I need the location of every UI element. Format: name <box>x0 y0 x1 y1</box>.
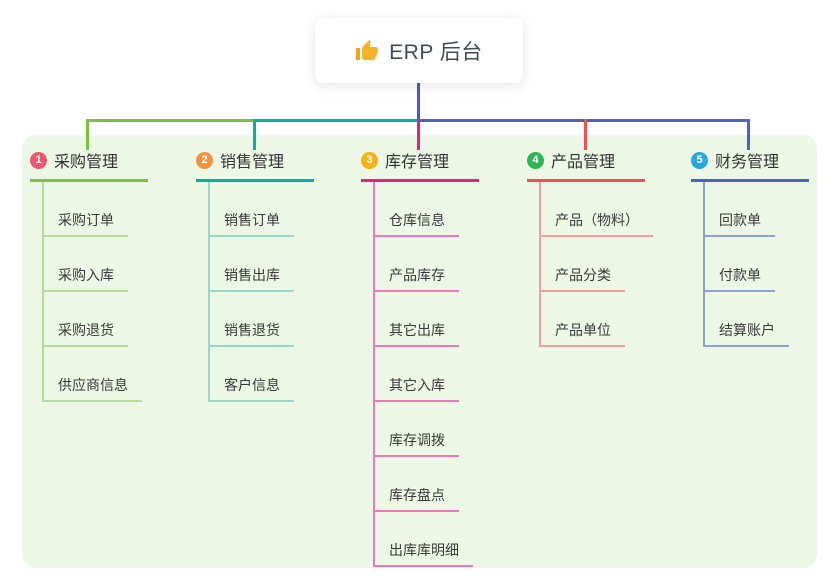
connector-bus-segment-teal <box>253 119 419 122</box>
sub-item-label: 付款单 <box>719 267 761 283</box>
sub-item[interactable]: 产品库存 <box>375 237 459 292</box>
sub-item-label: 其它出库 <box>389 322 445 338</box>
branch-header-inventory[interactable]: 3 库存管理 <box>361 148 479 182</box>
sub-item-label: 结算账户 <box>719 322 775 338</box>
branch-header-product[interactable]: 4 产品管理 <box>527 148 645 182</box>
connector-root-vertical <box>417 83 420 122</box>
branch-label: 财务管理 <box>715 154 780 171</box>
sub-item-label: 销售出库 <box>224 267 280 283</box>
connector-bus-segment-blue <box>417 119 750 122</box>
sub-item-label: 其它入库 <box>389 377 445 393</box>
sub-item[interactable]: 销售出库 <box>210 237 294 292</box>
sub-item-label: 出库库明细 <box>389 542 459 558</box>
sub-item-label: 库存调拨 <box>389 432 445 448</box>
sub-item-label: 产品库存 <box>389 267 445 283</box>
sub-item-label: 销售订单 <box>224 212 280 228</box>
sub-item-label: 库存盘点 <box>389 487 445 503</box>
branches-panel <box>22 135 817 568</box>
sub-item-label: 产品（物料） <box>555 212 639 228</box>
branch-sublist-inventory: 仓库信息 产品库存 其它出库 其它入库 库存调拨 库存盘点 出库库明细 <box>373 182 473 567</box>
root-node-label: ERP 后台 <box>389 40 483 64</box>
sub-item[interactable]: 结算账户 <box>705 292 789 347</box>
branch-inventory: 3 库存管理 仓库信息 产品库存 其它出库 其它入库 库存调拨 库存盘点 出库库… <box>361 148 479 567</box>
sub-item[interactable]: 付款单 <box>705 237 775 292</box>
sub-item[interactable]: 供应商信息 <box>44 347 142 402</box>
sub-item[interactable]: 客户信息 <box>210 347 294 402</box>
branch-header-sales[interactable]: 2 销售管理 <box>196 148 314 182</box>
branch-sublist-sales: 销售订单 销售出库 销售退货 客户信息 <box>208 182 294 402</box>
branch-label: 销售管理 <box>220 154 285 171</box>
sub-item[interactable]: 出库库明细 <box>375 512 473 567</box>
branch-finance: 5 财务管理 回款单 付款单 结算账户 <box>691 148 809 347</box>
branch-label: 库存管理 <box>385 154 450 171</box>
sub-item-label: 采购订单 <box>58 212 114 228</box>
sub-item[interactable]: 销售退货 <box>210 292 294 347</box>
sub-item-label: 采购退货 <box>58 322 114 338</box>
branch-product: 4 产品管理 产品（物料） 产品分类 产品单位 <box>527 148 653 347</box>
branch-purchase: 1 采购管理 采购订单 采购入库 采购退货 供应商信息 <box>30 148 148 402</box>
sub-item[interactable]: 采购订单 <box>44 182 128 237</box>
branch-sublist-product: 产品（物料） 产品分类 产品单位 <box>539 182 653 347</box>
sub-item-label: 回款单 <box>719 212 761 228</box>
sub-item-label: 销售退货 <box>224 322 280 338</box>
sub-item-label: 产品单位 <box>555 322 611 338</box>
sub-item[interactable]: 产品分类 <box>541 237 625 292</box>
branch-number-badge: 2 <box>196 151 213 169</box>
sub-item[interactable]: 库存调拨 <box>375 402 459 457</box>
sub-item[interactable]: 采购入库 <box>44 237 128 292</box>
root-node-erp[interactable]: ERP 后台 <box>315 18 523 83</box>
sub-item-label: 产品分类 <box>555 267 611 283</box>
connector-drop-inventory <box>417 119 420 150</box>
branch-sublist-purchase: 采购订单 采购入库 采购退货 供应商信息 <box>42 182 142 402</box>
branch-number-badge: 3 <box>361 151 378 169</box>
sub-item[interactable]: 其它出库 <box>375 292 459 347</box>
branch-sublist-finance: 回款单 付款单 结算账户 <box>703 182 789 347</box>
branch-label: 采购管理 <box>54 154 119 171</box>
sub-item[interactable]: 其它入库 <box>375 347 459 402</box>
sub-item-label: 采购入库 <box>58 267 114 283</box>
connector-drop-purchase <box>86 119 89 150</box>
connector-bus-segment-green <box>86 119 255 122</box>
sub-item[interactable]: 产品单位 <box>541 292 625 347</box>
branch-header-finance[interactable]: 5 财务管理 <box>691 148 809 182</box>
branch-number-badge: 1 <box>30 151 47 169</box>
sub-item[interactable]: 销售订单 <box>210 182 294 237</box>
sub-item[interactable]: 产品（物料） <box>541 182 653 237</box>
connector-drop-sales <box>253 119 256 150</box>
branch-sales: 2 销售管理 销售订单 销售出库 销售退货 客户信息 <box>196 148 314 402</box>
sub-item-label: 客户信息 <box>224 377 280 393</box>
sub-item[interactable]: 仓库信息 <box>375 182 459 237</box>
sub-item[interactable]: 回款单 <box>705 182 775 237</box>
thumbs-up-icon <box>355 39 379 63</box>
sub-item-label: 仓库信息 <box>389 212 445 228</box>
sub-item[interactable]: 库存盘点 <box>375 457 459 512</box>
branch-number-badge: 5 <box>691 151 708 169</box>
sub-item[interactable]: 采购退货 <box>44 292 128 347</box>
connector-drop-product <box>584 119 587 150</box>
connector-drop-finance <box>747 119 750 150</box>
branch-header-purchase[interactable]: 1 采购管理 <box>30 148 148 182</box>
sub-item-label: 供应商信息 <box>58 377 128 393</box>
branch-number-badge: 4 <box>527 151 544 169</box>
branch-label: 产品管理 <box>551 154 616 171</box>
